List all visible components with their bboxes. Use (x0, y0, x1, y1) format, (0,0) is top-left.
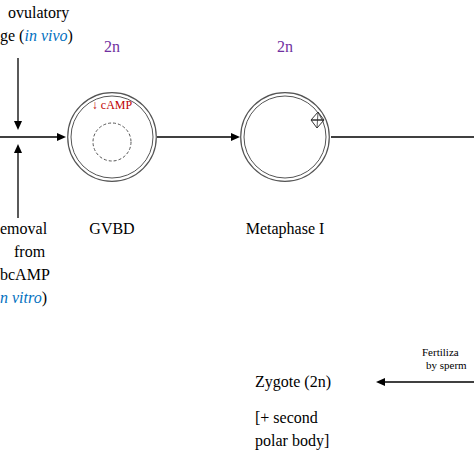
arrow-head (14, 144, 22, 153)
text-line: Fertiliza (422, 346, 459, 359)
text-line: ge (in vivo) (0, 27, 73, 45)
fertilization-text: by sperm (426, 359, 467, 371)
text-line: ovulatory (8, 4, 69, 22)
cell-outline (240, 92, 330, 182)
arrow-line (157, 136, 232, 137)
text-line: by sperm (426, 359, 467, 372)
in-vitro-arrow (17, 152, 18, 218)
arrow-head (376, 378, 385, 386)
fertilization-text: Fertiliza (422, 346, 459, 358)
stimulus-text: from (14, 243, 45, 260)
arrow-head (14, 121, 22, 130)
text-line: from (14, 243, 45, 261)
stimulus-text: bcAMP (0, 266, 50, 283)
text-line: bcAMP (0, 266, 50, 284)
fertilization-arrow (384, 381, 474, 382)
condition-text: n vitro (0, 289, 42, 306)
arrow-head (231, 133, 240, 141)
condition-text: in vivo (24, 27, 67, 44)
polar-body-note: [+ second polar body] (255, 409, 329, 449)
text-line: n vitro) (0, 289, 47, 307)
stimulus-text: ) (68, 27, 73, 44)
meiotic-spindle (311, 112, 324, 128)
oocyte-circle: 2nMetaphase I (240, 92, 330, 182)
zygote-label: Zygote (2n) (255, 373, 331, 390)
text-line: Zygote (2n) (255, 373, 331, 391)
zona-ring (244, 96, 326, 178)
germinal-vesicle (93, 123, 131, 161)
flow-arrow (157, 133, 240, 141)
stimulus-text: ovulatory (8, 4, 69, 21)
oocyte-circle: 2n↓ cAMPGVBD (67, 92, 157, 182)
stimulus-arrow (0, 136, 58, 137)
arrow-head (57, 133, 66, 141)
text-line: [+ second polar body] (255, 406, 340, 452)
stimulus-text: ) (42, 289, 47, 306)
cell-membrane (241, 93, 330, 182)
stage-label: Metaphase I (185, 220, 385, 238)
text-line: emoval (0, 220, 47, 238)
camp-note: ↓ cAMP (12, 98, 212, 112)
spindle-fiber (317, 112, 318, 128)
ploidy-label: 2n (185, 38, 385, 56)
continue-arrow (331, 136, 474, 137)
stimulus-text: ge ( (0, 27, 24, 44)
in-vivo-arrow (17, 58, 18, 122)
stimulus-text: emoval (0, 220, 47, 237)
